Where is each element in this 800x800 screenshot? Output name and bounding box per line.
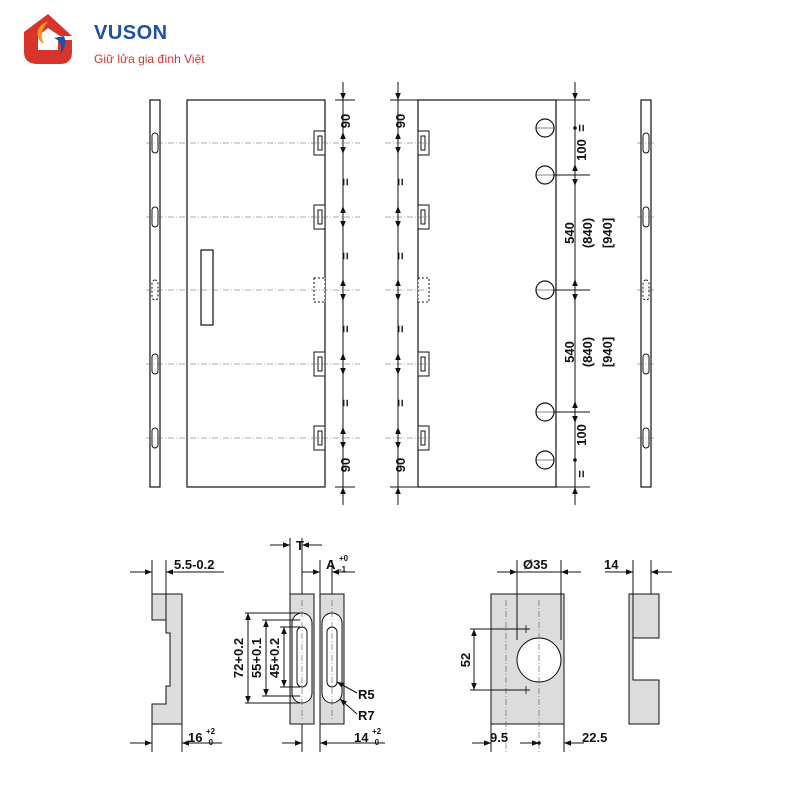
dim-hinge-52: 52 [458,653,473,667]
side-section-body [151,593,183,725]
brand-tagline: Giữ lửa gia đình Việt [94,52,205,66]
dim-mid-eq-3: = [393,325,408,333]
brand-logo: VUSON Giữ lửa gia đình Việt [14,8,254,70]
dim-right-840-b: (840) [580,337,595,367]
door-panel-right [417,99,557,488]
dim-slot-55: 55+0.1 [249,638,264,678]
dim-mid-90-bottom: 90 [393,458,408,472]
dim-slot-72: 72+0.2 [231,638,246,678]
dim-mid-eq-2: = [393,252,408,260]
cup-holes [535,118,555,470]
dim-slot-R5: R5 [358,687,375,702]
dim-hinge-right: 22.5 [582,730,607,745]
dim-side-bottom: 16 [188,730,202,745]
detail-side-section [130,560,224,752]
dim-right-540-b: 540 [562,341,577,363]
dim-left-eq-3: = [338,325,353,333]
hinges-door-left [313,130,326,451]
dim-side-bottom-tol-upper: +2 [206,727,216,736]
hinge-centerlines [146,142,655,439]
detail-hinge-cup [470,560,584,752]
dim-slot-R7: R7 [358,708,375,723]
hinges-door-right [417,130,430,451]
dim-hinge-depth: 14 [604,557,619,572]
dim-mid-eq-4: = [393,399,408,407]
door-handle [200,249,214,326]
dim-slot-bottom-tol-upper: +2 [372,727,382,736]
dimension-chain-right [554,82,590,505]
dim-side-bottom-tol-lower: -0 [206,738,214,747]
dim-slot-A-tol-upper: +0 [339,554,349,563]
dim-left-90-bottom: 90 [338,458,353,472]
dim-slot-A: A [326,557,336,572]
hinge-marks-right-strip [642,132,650,449]
dim-left-90-top: 90 [338,114,353,128]
dim-right-840-a: (840) [580,218,595,248]
dim-mid-eq-1: = [393,178,408,186]
dim-slot-45: 45+0.2 [267,638,282,678]
dim-slot-bottom-tol-lower: -0 [372,738,380,747]
right-edge-strip [640,99,652,488]
dim-left-eq-1: = [338,178,353,186]
dim-right-100-bottom: 100 [574,424,589,446]
dim-left-eq-4: = [338,399,353,407]
dim-hinge-diameter: Ø35 [523,557,548,572]
door-panel-left [186,99,326,488]
dim-side-thickness: 5.5-0.2 [174,557,214,572]
dimension-chain-middle [390,82,418,505]
dim-right-eq-top: = [574,124,589,132]
dim-right-940-b: [940] [600,337,615,367]
dim-right-100-top: 100 [574,139,589,161]
house-flame-logo-icon [24,14,72,64]
dimension-chain-left [335,82,355,505]
dim-right-eq-bottom: = [574,470,589,478]
dim-right-540-a: 540 [562,222,577,244]
dim-slot-bottom: 14 [354,730,369,745]
dim-hinge-left: 9.5 [490,730,508,745]
dim-slot-A-tol-lower: -1 [339,565,347,574]
brand-name: VUSON [94,22,168,44]
hinge-marks-left-strip [151,132,159,449]
left-edge-strip [149,99,161,488]
dim-mid-90-top: 90 [393,114,408,128]
detail-cup-depth [605,560,672,725]
dimension-dots [573,126,577,462]
dim-right-940-a: [940] [600,218,615,248]
dim-slot-T: T [296,538,304,553]
detail-slot-section [245,538,385,752]
dim-left-eq-2: = [338,252,353,260]
cup-center-dot [537,741,541,745]
front-view-dimension-labels: 90 = = = = 90 90 = = = = 90 = 100 540 (8… [338,114,615,478]
cup-crosshairs [522,625,530,694]
cup-depth-body [628,593,660,725]
